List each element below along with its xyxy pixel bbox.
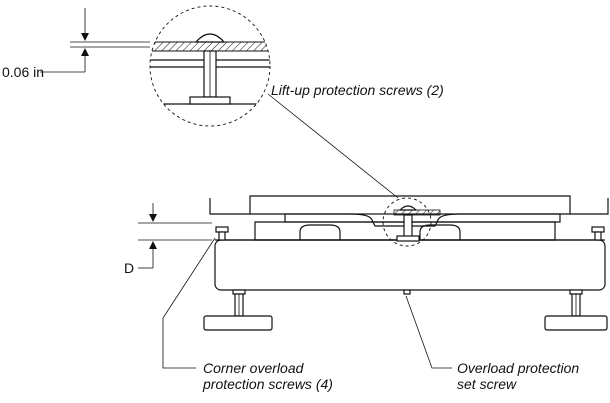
corner-screws-label-line2: protection screws (4) xyxy=(203,376,333,392)
corner-screws-label-line1: Corner overload xyxy=(203,360,304,376)
dimension-label-0-06: 0.06 in xyxy=(2,64,45,80)
scale-base xyxy=(214,239,606,291)
foot-left xyxy=(203,289,273,331)
set-screw-label-line2: set screw xyxy=(457,376,517,392)
detail-circle xyxy=(149,5,271,127)
detail-screw-nut xyxy=(189,96,231,105)
center-detail-circle xyxy=(382,197,432,247)
set-screw-leader xyxy=(405,295,452,369)
dimension-d xyxy=(138,203,212,269)
corner-screw-left xyxy=(215,226,229,241)
set-screw-label-line1: Overload protection xyxy=(457,360,580,376)
detail-zoom-view xyxy=(149,5,271,127)
dimension-label-d: D xyxy=(124,260,135,276)
detail-platter-plate xyxy=(150,41,270,52)
center-screw-shank xyxy=(403,214,413,238)
lift-up-screws-label: Lift-up protection screws (2) xyxy=(271,82,444,98)
center-screw-head xyxy=(398,205,418,211)
detail-screw-head xyxy=(194,33,226,43)
scale-elevation xyxy=(203,195,609,331)
platter-left-lip xyxy=(209,198,250,215)
corner-screw-right xyxy=(591,226,605,241)
dimension-0-06 xyxy=(40,8,150,73)
platter-right-lip xyxy=(570,198,609,215)
overload-set-screw xyxy=(403,289,411,295)
foot-right xyxy=(544,289,608,331)
detail-leader-line xyxy=(267,93,399,199)
corner-screws-leader xyxy=(162,237,216,369)
